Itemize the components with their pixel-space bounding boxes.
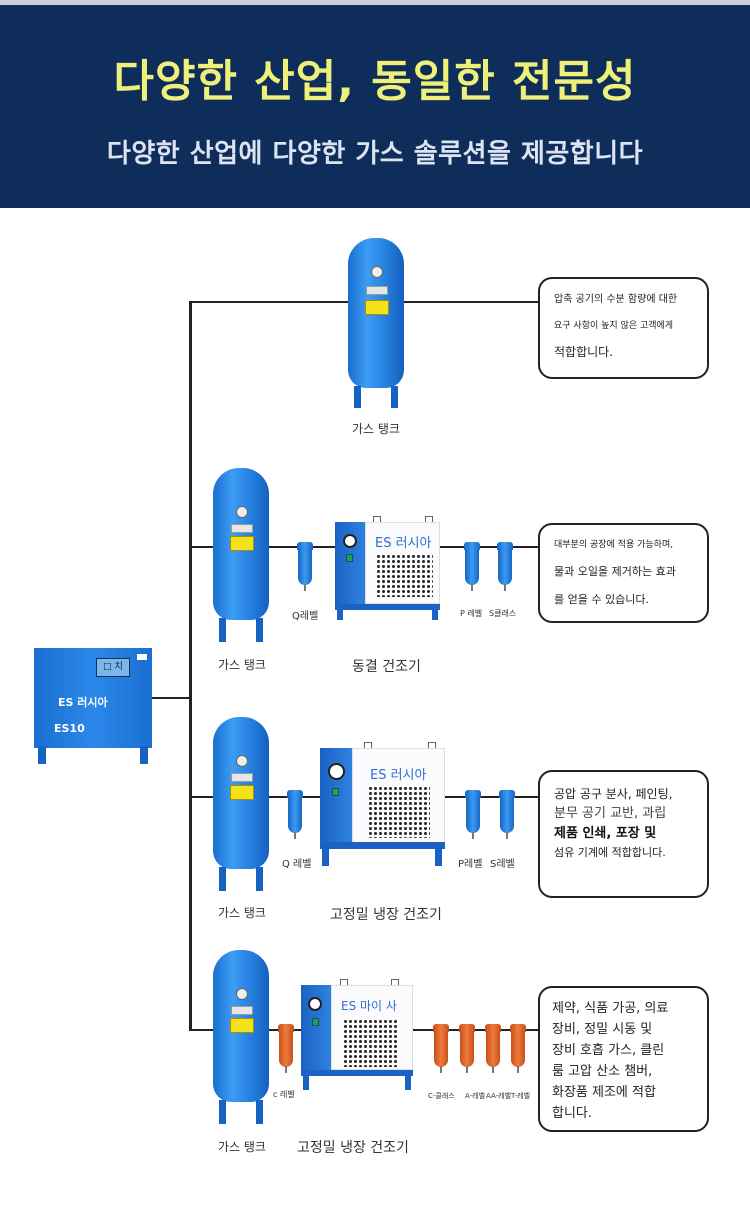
filter-label: AA-레벨 (486, 1092, 512, 1100)
dryer-label: 고정밀 냉장 건조기 (330, 907, 442, 923)
compressor-model: ES10 (54, 722, 85, 735)
callout-line: 섬유 기계에 적합합니다. (554, 846, 666, 859)
callout-line: 화장품 제조에 적합 (552, 1085, 656, 1100)
gas-tank (348, 238, 404, 410)
q-level-filter (287, 790, 303, 840)
callout-line: 합니다. (552, 1106, 593, 1121)
callout-line: 공압 공구 분사, 페인팅, (554, 787, 673, 801)
tank-label: 가스 탱크 (218, 906, 266, 920)
precision-refrigerated-dryer: ES 마이 사 (301, 979, 413, 1090)
filter-label: Q레벨 (292, 611, 319, 622)
filter-label: c 레벨 (273, 1090, 295, 1099)
compressor-leg (38, 746, 46, 764)
filter-label: S클래스 (489, 609, 517, 618)
callout-line: 요구 사항이 높지 않은 고객에게 (554, 321, 674, 331)
callout-line: 압축 공기의 수분 함량에 대한 (554, 294, 678, 305)
tank-label: 가스 탱크 (352, 422, 400, 436)
gas-tank (213, 717, 269, 893)
callout-line: 장비 호흡 가스, 클린 (552, 1043, 665, 1058)
dryer-brand: ES 마이 사 (341, 999, 397, 1013)
q-level-filter (297, 542, 313, 592)
callout-line: 를 얻을 수 있습니다. (554, 593, 649, 606)
callout-row-2: 대부분의 공장에 적용 가능하며, 물과 오일을 제거하는 효과 를 얻을 수 … (538, 523, 709, 623)
aa-level-filter (485, 1024, 501, 1074)
compressor-connector (152, 697, 190, 699)
compressor-display: □ 치 (96, 658, 130, 677)
callout-row-3: 공압 공구 분사, 페인팅, 분무 공기 교반, 과립 제품 인쇄, 포장 및 … (538, 770, 709, 898)
t-level-filter (510, 1024, 526, 1074)
freeze-dryer: ES 러시아 (335, 516, 440, 620)
page-title: 다양한 산업, 동일한 전문성 (113, 56, 637, 107)
callout-line: 물과 오일을 제거하는 효과 (554, 565, 676, 578)
callout-line: 제약, 식품 가공, 의료 (552, 1001, 669, 1016)
dryer-brand: ES 러시아 (375, 536, 432, 551)
filter-label: T-레벨 (511, 1092, 531, 1100)
callout-line: 분무 공기 교반, 과립 (554, 806, 667, 821)
header-banner: 다양한 산업, 동일한 전문성 다양한 산업에 다양한 가스 솔루션을 제공합니… (0, 5, 750, 208)
dryer-brand: ES 러시아 (370, 768, 427, 783)
air-compressor: □ 치 ES 러시아 ES10 (34, 648, 152, 764)
p-level-filter (464, 542, 480, 592)
filter-label: Q 레벨 (282, 859, 312, 870)
precision-refrigerated-dryer: ES 러시아 (320, 742, 445, 866)
p-level-filter (465, 790, 481, 840)
callout-line: 룸 고압 산소 챔버, (552, 1064, 653, 1079)
tank-label: 가스 탱크 (218, 1140, 266, 1154)
s-level-filter (499, 790, 515, 840)
compressor-brand: ES 러시아 (58, 696, 108, 709)
page-subtitle: 다양한 산업에 다양한 가스 솔루션을 제공합니다 (106, 139, 644, 169)
compressor-body (34, 648, 152, 748)
gas-tank (213, 950, 269, 1126)
c-level-filter (278, 1024, 294, 1074)
gas-tank (213, 468, 269, 644)
c-class-filter (433, 1024, 449, 1074)
compressor-badge (137, 654, 147, 660)
filter-label: A-레벨 (465, 1092, 486, 1100)
filter-label: C-클래스 (428, 1092, 455, 1100)
s-class-filter (497, 542, 513, 592)
dryer-label: 동결 건조기 (352, 659, 421, 675)
callout-row-4: 제약, 식품 가공, 의료 장비, 정밀 시동 및 장비 호흡 가스, 클린 룸… (538, 986, 709, 1132)
trunk-line (189, 301, 192, 1031)
tank-label: 가스 탱크 (218, 658, 266, 672)
top-strip (0, 0, 750, 5)
filter-label: P레벨 (458, 859, 483, 870)
filter-label: S레벨 (490, 859, 515, 870)
callout-line: 장비, 정밀 시동 및 (552, 1022, 653, 1037)
callout-row-1: 압축 공기의 수분 함량에 대한 요구 사항이 높지 않은 고객에게 적합합니다… (538, 277, 709, 379)
a-level-filter (459, 1024, 475, 1074)
compressor-leg (140, 746, 148, 764)
callout-line: 대부분의 공장에 적용 가능하며, (554, 540, 674, 550)
filter-label: P 레벨 (460, 609, 483, 618)
callout-line: 제품 인쇄, 포장 및 (554, 826, 657, 841)
dryer-label: 고정밀 냉장 건조기 (297, 1140, 409, 1156)
callout-line: 적합합니다. (554, 345, 614, 359)
